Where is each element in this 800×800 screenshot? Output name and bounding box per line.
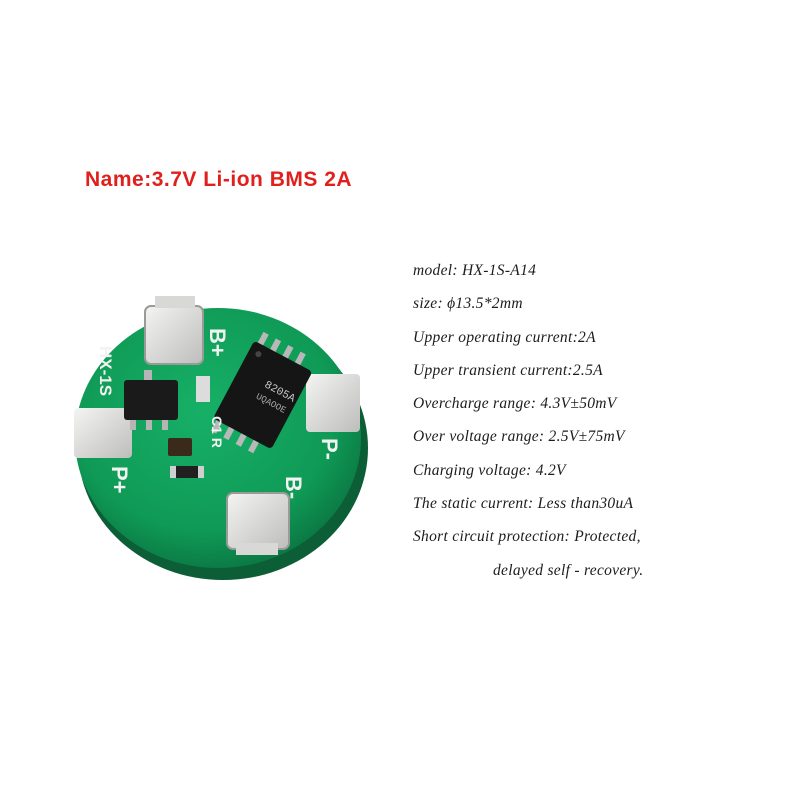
- bms-board-photo: 8205A UQAOOE B+ P- B- P+ HX-1S C1 R: [74, 296, 368, 580]
- pad-p-plus: [74, 408, 132, 458]
- product-title: Name:3.7V Li-ion BMS 2A: [85, 168, 353, 191]
- mosfet-chip: [210, 331, 312, 454]
- resistor: [174, 466, 200, 478]
- silk-p-minus: P-: [317, 438, 342, 460]
- spec-static-current: The static current: Less than30uA: [413, 495, 634, 513]
- silk-p-plus: P+: [107, 466, 132, 494]
- spec-size: size: ϕ13.5*2mm: [413, 295, 523, 313]
- spec-model: model: HX-1S-A14: [413, 262, 537, 279]
- spec-list: model: HX-1S-A14 size: ϕ13.5*2mm Upper o…: [413, 258, 793, 591]
- capacitor: [168, 438, 192, 456]
- silk-misc: C1 R: [209, 416, 225, 448]
- silk-b-minus: B-: [281, 476, 306, 499]
- spec-short-circuit-cont: delayed self - recovery.: [493, 561, 644, 579]
- spec-short-circuit: Short circuit protection: Protected,: [413, 528, 641, 546]
- silk-model: HX-1S: [96, 346, 115, 396]
- spec-operating-current: Upper operating current:2A: [413, 328, 596, 346]
- spec-overcharge-range: Overcharge range: 4.3V±50mV: [413, 395, 617, 413]
- silk-b-plus: B+: [205, 328, 230, 357]
- protection-ic: [124, 380, 178, 420]
- pad-p-minus: [306, 374, 360, 432]
- tab-b-plus: [144, 305, 204, 365]
- spec-transient-current: Upper transient current:2.5A: [413, 361, 603, 379]
- tab-b-minus: [226, 492, 290, 550]
- spec-charging-voltage: Charging voltage: 4.2V: [413, 461, 566, 479]
- spec-over-voltage-range: Over voltage range: 2.5V±75mV: [413, 428, 625, 446]
